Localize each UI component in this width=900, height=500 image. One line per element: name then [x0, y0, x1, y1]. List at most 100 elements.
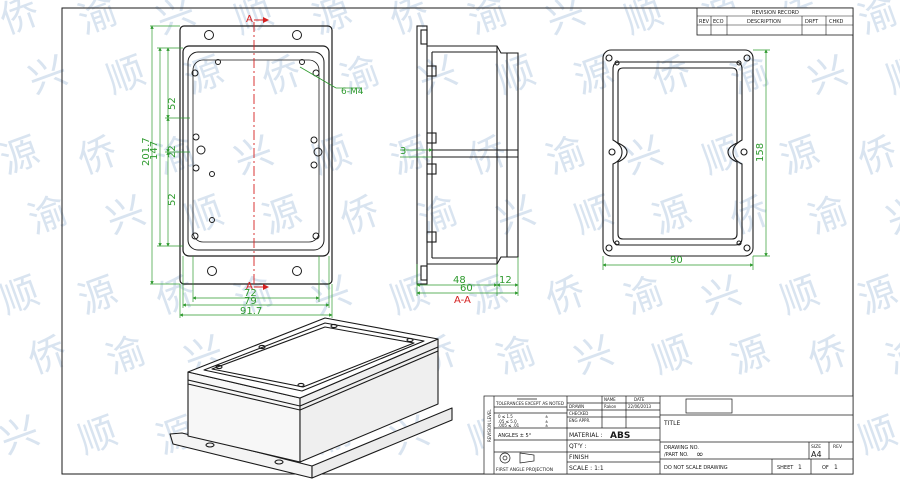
watermark-glyph: 兴	[696, 268, 747, 322]
watermark-glyph: 顺	[852, 408, 900, 462]
dim-width-body: 79	[244, 296, 257, 307]
iso-lid-top	[187, 317, 439, 399]
watermark-glyph: 顺	[178, 188, 229, 242]
material-value: ABS	[610, 431, 630, 441]
watermark-glyph: 侨	[540, 268, 591, 322]
mid-screw-hole	[196, 145, 206, 155]
section-marker-top: A	[246, 14, 253, 25]
sign-header-name: NAME	[604, 397, 616, 402]
tolerance-row-3-range: .005 ≤ .01	[498, 423, 520, 428]
tolerance-row-2-tol: ±	[545, 419, 548, 424]
watermark-glyph: 渝	[880, 328, 900, 382]
dim-lower-pitch: 52	[167, 193, 178, 206]
sign-row-drawn-name: Rakon	[604, 404, 617, 409]
title-label: TITLE	[663, 420, 680, 427]
section-view	[416, 25, 519, 285]
projection-note: FIRST ANGLE PROJECTION	[496, 467, 553, 473]
watermark-glyph: 顺	[72, 408, 123, 462]
dim-overall-height: 201.7	[141, 137, 152, 166]
rev-label: REV	[833, 444, 843, 450]
watermark-glyph: 顺	[100, 48, 151, 102]
tolerance-note: TOLERANCES EXCEPT AS NOTED	[495, 401, 564, 406]
dim-mid-pitch: 22	[167, 145, 178, 158]
mid-screw-hole	[310, 161, 318, 169]
small-hole	[299, 59, 305, 65]
watermark-glyph: 侨	[724, 188, 775, 242]
watermark-glyph: 源	[256, 188, 307, 242]
watermark-glyph: 顺	[880, 48, 900, 102]
title-block-text: REVISION LEVEL TOLERANCES EXCEPT AS NOTE…	[487, 397, 843, 473]
watermark-glyph: 侨	[646, 48, 697, 102]
sign-row-eng-role: ENG APPR.	[569, 418, 590, 423]
iso-lid-edge	[187, 383, 301, 411]
watermark-glyph: 顺	[774, 268, 825, 322]
dim-upper-pitch: 52	[167, 97, 178, 110]
watermark-glyph: 顺	[490, 48, 541, 102]
angle-note: ANGLES ± 5°	[498, 433, 532, 439]
revision-block: REVISION RECORD REV ECO DESCRIPTION DRFT…	[696, 7, 854, 36]
no-scale-note: DO NOT SCALE DRAWING	[664, 465, 728, 471]
watermark-glyph: 渝	[462, 0, 513, 43]
watermark-glyph: 侨	[334, 188, 385, 242]
title-block	[483, 395, 854, 475]
watermark-glyph: 兴	[568, 328, 619, 382]
top-view-dimension-labels: 201.7 147 52 22 52 72 79 91.7	[141, 97, 262, 317]
dim-width-overall: 91.7	[240, 306, 262, 317]
section-view-dimensions	[400, 148, 519, 296]
watermark-glyph: 侨	[22, 328, 73, 382]
sheet-label: SHEET	[777, 465, 794, 471]
scale-label: SCALE : 1:1	[569, 465, 604, 472]
corner-screw-hole	[191, 232, 199, 240]
iso-lid-edge	[299, 346, 439, 407]
sign-header-date: DATE	[634, 397, 645, 402]
dim-depth-total: 60	[460, 283, 473, 294]
watermark-glyph: 渝	[22, 188, 73, 242]
dim-depth-body: 48	[453, 275, 466, 286]
dim-bottom-height: 158	[755, 143, 766, 162]
section-marker-bottom: A	[246, 281, 253, 292]
tolerance-row-1-range: 0 ≤ 1.5	[498, 414, 513, 419]
watermark-glyph: 顺	[696, 128, 747, 182]
watermark-glyph: 兴	[150, 0, 201, 43]
sheet-border	[61, 7, 854, 475]
watermark-glyph: 兴	[0, 408, 45, 462]
watermark-glyph: 渝	[802, 188, 853, 242]
mid-screw-hole	[313, 147, 323, 157]
dim-wall: 3	[400, 146, 406, 157]
small-hole	[209, 171, 215, 177]
watermark-glyph: 兴	[412, 48, 463, 102]
bottom-view	[602, 49, 754, 257]
watermark-glyph: 侨	[256, 48, 307, 102]
watermark-glyph: 兴	[22, 48, 73, 102]
section-label: A-A	[454, 295, 471, 306]
qty-label: QT'Y :	[569, 443, 587, 450]
bottom-view-labels: 158 90	[670, 143, 766, 266]
top-view-dimensions	[150, 25, 333, 318]
watermark-glyph: 兴	[880, 188, 900, 242]
top-view-inner-wall	[192, 59, 320, 243]
watermark-glyph: 侨	[72, 128, 123, 182]
dim-bottom-width: 90	[670, 255, 683, 266]
flange-hole	[292, 30, 302, 40]
watermark-glyph: 源	[852, 268, 900, 322]
top-view-lid-groove	[187, 51, 325, 251]
section-view-labels: 3 48 12 60	[400, 146, 512, 294]
watermark-glyph: 渝	[618, 268, 669, 322]
rev-col-drft: DRFT	[805, 19, 819, 25]
mid-screw-hole	[192, 133, 200, 141]
watermark-glyph: 源	[724, 328, 775, 382]
iso-lid-inner2	[211, 326, 415, 388]
part-no-label: /PART NO.	[664, 452, 689, 458]
corner-screw-hole	[191, 69, 199, 77]
watermark-glyph: 兴	[540, 0, 591, 43]
watermark-glyph: 顺	[646, 328, 697, 382]
watermark-glyph: 渝	[412, 188, 463, 242]
dim-width-inner: 72	[244, 288, 257, 299]
dim-inner-height: 147	[149, 141, 160, 160]
corner-screw-hole	[312, 232, 320, 240]
sign-row-drawn-date: 22/06/2013	[628, 404, 652, 409]
size-value: A4	[811, 450, 822, 459]
side-stamp: REVISION LEVEL	[487, 409, 492, 442]
of-label: OF	[822, 465, 829, 471]
